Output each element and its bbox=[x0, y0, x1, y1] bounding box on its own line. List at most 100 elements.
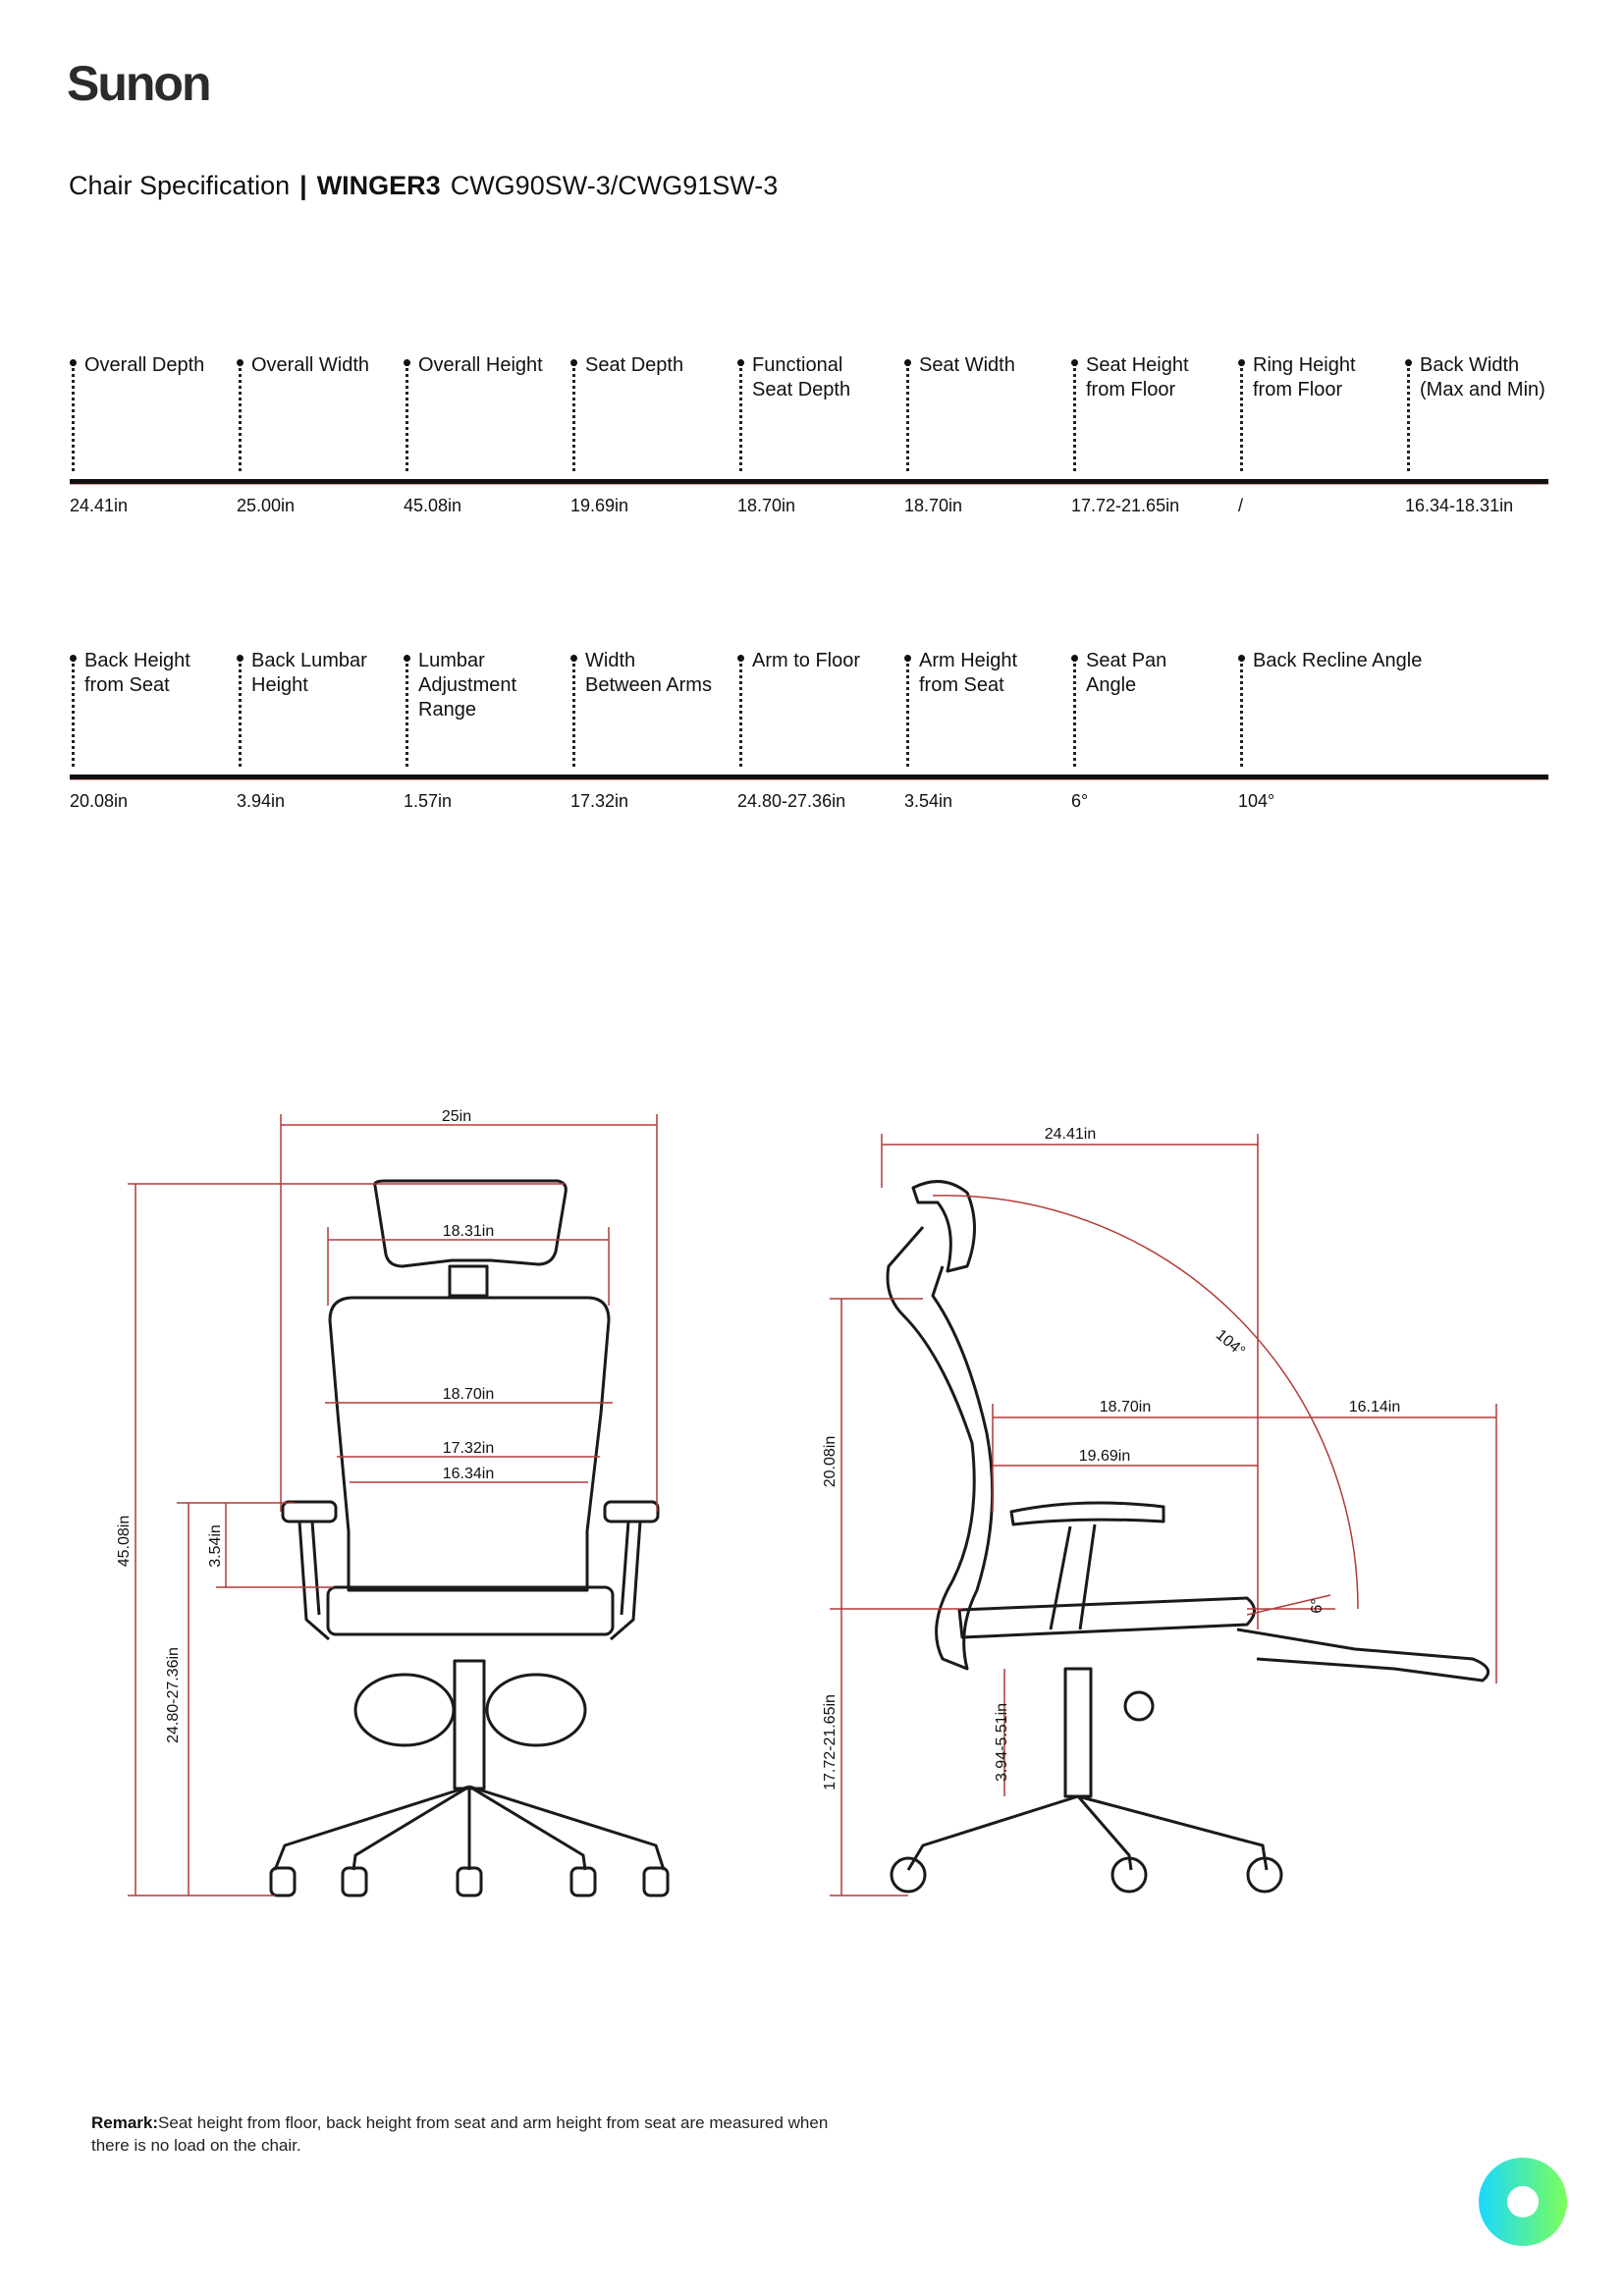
spec-header: Back Recline Angle bbox=[1238, 650, 1422, 771]
side-headrest bbox=[911, 1180, 976, 1273]
headrest bbox=[373, 1179, 568, 1268]
backrest bbox=[328, 1296, 611, 1592]
dotted-marker-icon bbox=[72, 659, 75, 767]
dotted-marker-icon bbox=[906, 659, 909, 767]
spec-header: Arm to Floor bbox=[737, 650, 899, 771]
side-gas-column bbox=[1063, 1667, 1093, 1798]
bullet-icon bbox=[737, 359, 744, 366]
spec-label: Back Lumbar Height bbox=[251, 650, 367, 696]
dotted-marker-icon bbox=[406, 659, 408, 767]
dotted-marker-icon bbox=[1073, 659, 1076, 767]
bullet-icon bbox=[70, 359, 77, 366]
bullet-icon bbox=[737, 655, 744, 662]
spec-value: 3.54in bbox=[904, 791, 953, 811]
model-name: WINGER3 bbox=[316, 171, 441, 200]
dotted-marker-icon bbox=[1407, 363, 1410, 471]
bullet-icon bbox=[570, 655, 577, 662]
spec-label: Back Recline Angle bbox=[1253, 650, 1423, 671]
bullet-icon bbox=[1238, 359, 1245, 366]
side-backrest bbox=[886, 1226, 995, 1671]
spec-value: 104° bbox=[1238, 791, 1275, 811]
mechanism-right bbox=[485, 1673, 587, 1747]
spec-header: Back Lumbar Height bbox=[237, 650, 399, 771]
front-view bbox=[269, 1179, 670, 1897]
headrest-mount bbox=[448, 1264, 489, 1298]
dim-functional-seat-depth: 18.70in bbox=[1100, 1399, 1152, 1415]
bullet-icon bbox=[1071, 655, 1078, 662]
spec-table-2: Back Height from Seat Back Lumbar Height L… bbox=[70, 650, 1548, 819]
spec-header: Arm Height from Seat bbox=[904, 650, 1066, 771]
spec-value: 25.00in bbox=[237, 496, 296, 515]
dim-lumbar-height: 3.94-5.51in bbox=[994, 1703, 1010, 1782]
base-star bbox=[273, 1785, 666, 1871]
spec-value: 16.34-18.31in bbox=[1405, 496, 1514, 515]
spec-divider bbox=[70, 479, 1548, 484]
right-armrest bbox=[603, 1500, 660, 1523]
right-arm-support bbox=[610, 1521, 642, 1641]
dim-back-height: 20.08in bbox=[822, 1436, 839, 1488]
bullet-icon bbox=[70, 655, 77, 662]
dotted-marker-icon bbox=[572, 659, 575, 767]
remark-label: Remark: bbox=[91, 2113, 159, 2132]
spec-label: Back Height from Seat bbox=[84, 650, 190, 696]
dotted-marker-icon bbox=[1240, 363, 1243, 471]
spec-value: 17.72-21.65in bbox=[1071, 496, 1180, 515]
spec-value: 18.70in bbox=[737, 496, 796, 515]
spec-value: 20.08in bbox=[70, 791, 129, 811]
remark-note: Remark:Seat height from floor, back heig… bbox=[91, 2111, 838, 2157]
spec-header: Overall Width bbox=[237, 354, 399, 475]
spec-header: Functional Seat Depth bbox=[737, 354, 899, 475]
spec-label: Overall Height bbox=[418, 354, 543, 376]
left-arm-support bbox=[298, 1521, 330, 1641]
spec-label: Ring Height from Floor bbox=[1253, 354, 1356, 400]
dotted-marker-icon bbox=[239, 363, 242, 471]
bullet-icon bbox=[404, 359, 410, 366]
dotted-marker-icon bbox=[572, 363, 575, 471]
side-caster-3 bbox=[1246, 1856, 1283, 1894]
bullet-icon bbox=[904, 655, 911, 662]
dotted-marker-icon bbox=[739, 659, 742, 767]
side-caster-1 bbox=[890, 1856, 927, 1894]
spec-label: Lumbar Adjustment Range bbox=[418, 650, 517, 721]
remark-text: Seat height from floor, back height from… bbox=[91, 2113, 829, 2155]
spec-header: Overall Height bbox=[404, 354, 566, 475]
dotted-marker-icon bbox=[1240, 659, 1243, 767]
spec-label: Seat Height from Floor bbox=[1086, 354, 1189, 400]
spec-header: Back Width (Max and Min) bbox=[1405, 354, 1567, 475]
spec-label: Functional Seat Depth bbox=[752, 354, 851, 400]
title-separator: | bbox=[299, 171, 307, 200]
spec-value: 45.08in bbox=[404, 496, 462, 515]
bullet-icon bbox=[404, 655, 410, 662]
title-text: Chair Specification bbox=[69, 171, 291, 200]
dotted-marker-icon bbox=[739, 363, 742, 471]
dotted-marker-icon bbox=[72, 363, 75, 471]
bullet-icon bbox=[904, 359, 911, 366]
dim-overall-width: 25in bbox=[442, 1108, 471, 1125]
left-armrest bbox=[281, 1500, 338, 1523]
spec-label: Overall Depth bbox=[84, 354, 205, 376]
side-seat bbox=[957, 1596, 1256, 1639]
bullet-icon bbox=[1405, 359, 1412, 366]
spec-label: Seat Depth bbox=[585, 354, 684, 376]
seat bbox=[326, 1585, 615, 1636]
dim-seat-depth: 19.69in bbox=[1079, 1448, 1131, 1465]
sunon-logo: Sunon bbox=[67, 56, 212, 111]
spec-header: Back Height from Seat bbox=[70, 650, 232, 771]
spec-label: Seat Pan Angle bbox=[1086, 650, 1167, 696]
bullet-icon bbox=[570, 359, 577, 366]
side-dimension-lines bbox=[830, 1134, 1497, 1896]
bullet-icon bbox=[1238, 655, 1245, 662]
side-base bbox=[906, 1794, 1269, 1871]
spec-header: Seat Width bbox=[904, 354, 1066, 475]
dim-width-between-arms: 17.32in bbox=[443, 1440, 495, 1457]
bullet-icon bbox=[1071, 359, 1078, 366]
spec-label: Overall Width bbox=[251, 354, 370, 376]
front-dimension-lines bbox=[128, 1114, 658, 1896]
spec-header: Overall Depth bbox=[70, 354, 232, 475]
dim-back-width-min: 16.34in bbox=[443, 1466, 495, 1482]
spec-value: 18.70in bbox=[904, 496, 963, 515]
spec-value: 3.94in bbox=[237, 791, 286, 811]
spec-header: Seat Pan Angle bbox=[1071, 650, 1233, 771]
dotted-marker-icon bbox=[406, 363, 408, 471]
